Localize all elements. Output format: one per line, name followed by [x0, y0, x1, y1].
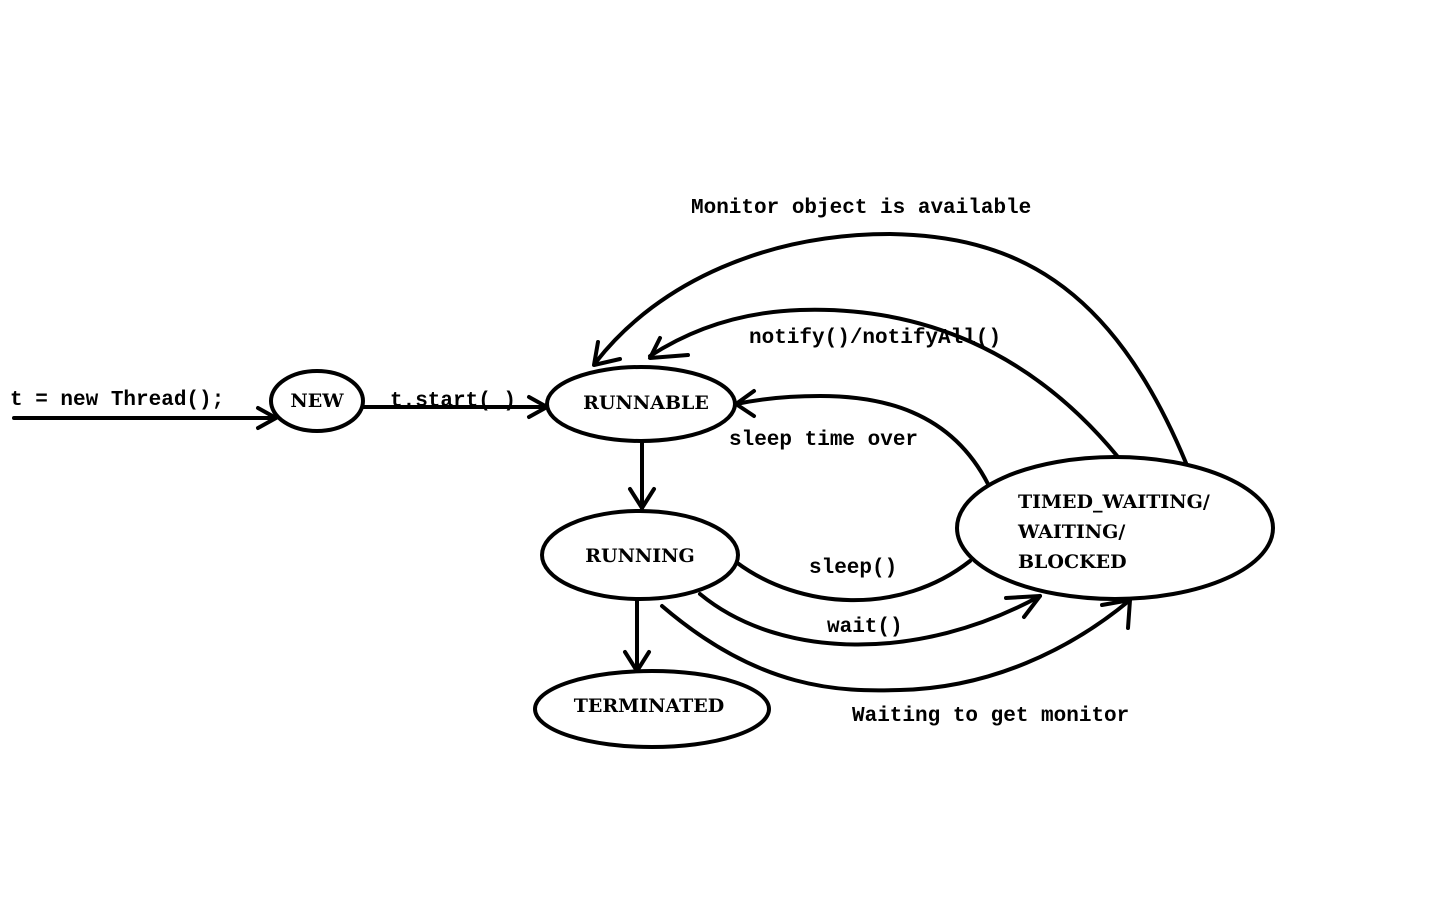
state-terminated: TERMINATED: [533, 669, 771, 749]
edge-label-monitor-available: Monitor object is available: [691, 197, 1031, 220]
state-runnable-label: RUNNABLE: [583, 392, 709, 414]
state-runnable: RUNNABLE: [545, 365, 737, 443]
state-terminated-label: TERMINATED: [574, 695, 725, 717]
edge-label-notify: notify()/notifyAll(): [749, 327, 1001, 350]
state-waiting-label-line2: WAITING/: [1017, 521, 1125, 543]
edge-label-start: t.start( ): [390, 390, 516, 413]
edge-wait: [698, 592, 1042, 647]
edge-create: [12, 406, 278, 430]
edge-label-wait: wait(): [827, 616, 903, 639]
state-running-label: RUNNING: [585, 545, 695, 567]
edge-notify: [648, 307, 1120, 459]
edge-label-sleep-time-over: sleep time over: [729, 429, 918, 452]
state-waiting-label-line1: TIMED_WAITING/: [1018, 491, 1210, 513]
edge-label-sleep: sleep(): [809, 557, 897, 580]
edge-running-to-terminated: [623, 596, 651, 673]
edge-runnable-to-running: [628, 438, 656, 510]
state-new-label: NEW: [290, 390, 344, 412]
edge-label-waiting-monitor: Waiting to get monitor: [852, 705, 1129, 728]
state-waiting-label-line3: BLOCKED: [1018, 551, 1127, 573]
state-new: NEW: [269, 369, 365, 433]
state-running: RUNNING: [540, 509, 740, 601]
edge-monitor-available: [592, 232, 1188, 465]
edge-sleep: [734, 559, 972, 603]
edge-label-create: t = new Thread();: [10, 389, 224, 412]
state-waiting: TIMED_WAITING/ WAITING/ BLOCKED: [955, 455, 1275, 601]
